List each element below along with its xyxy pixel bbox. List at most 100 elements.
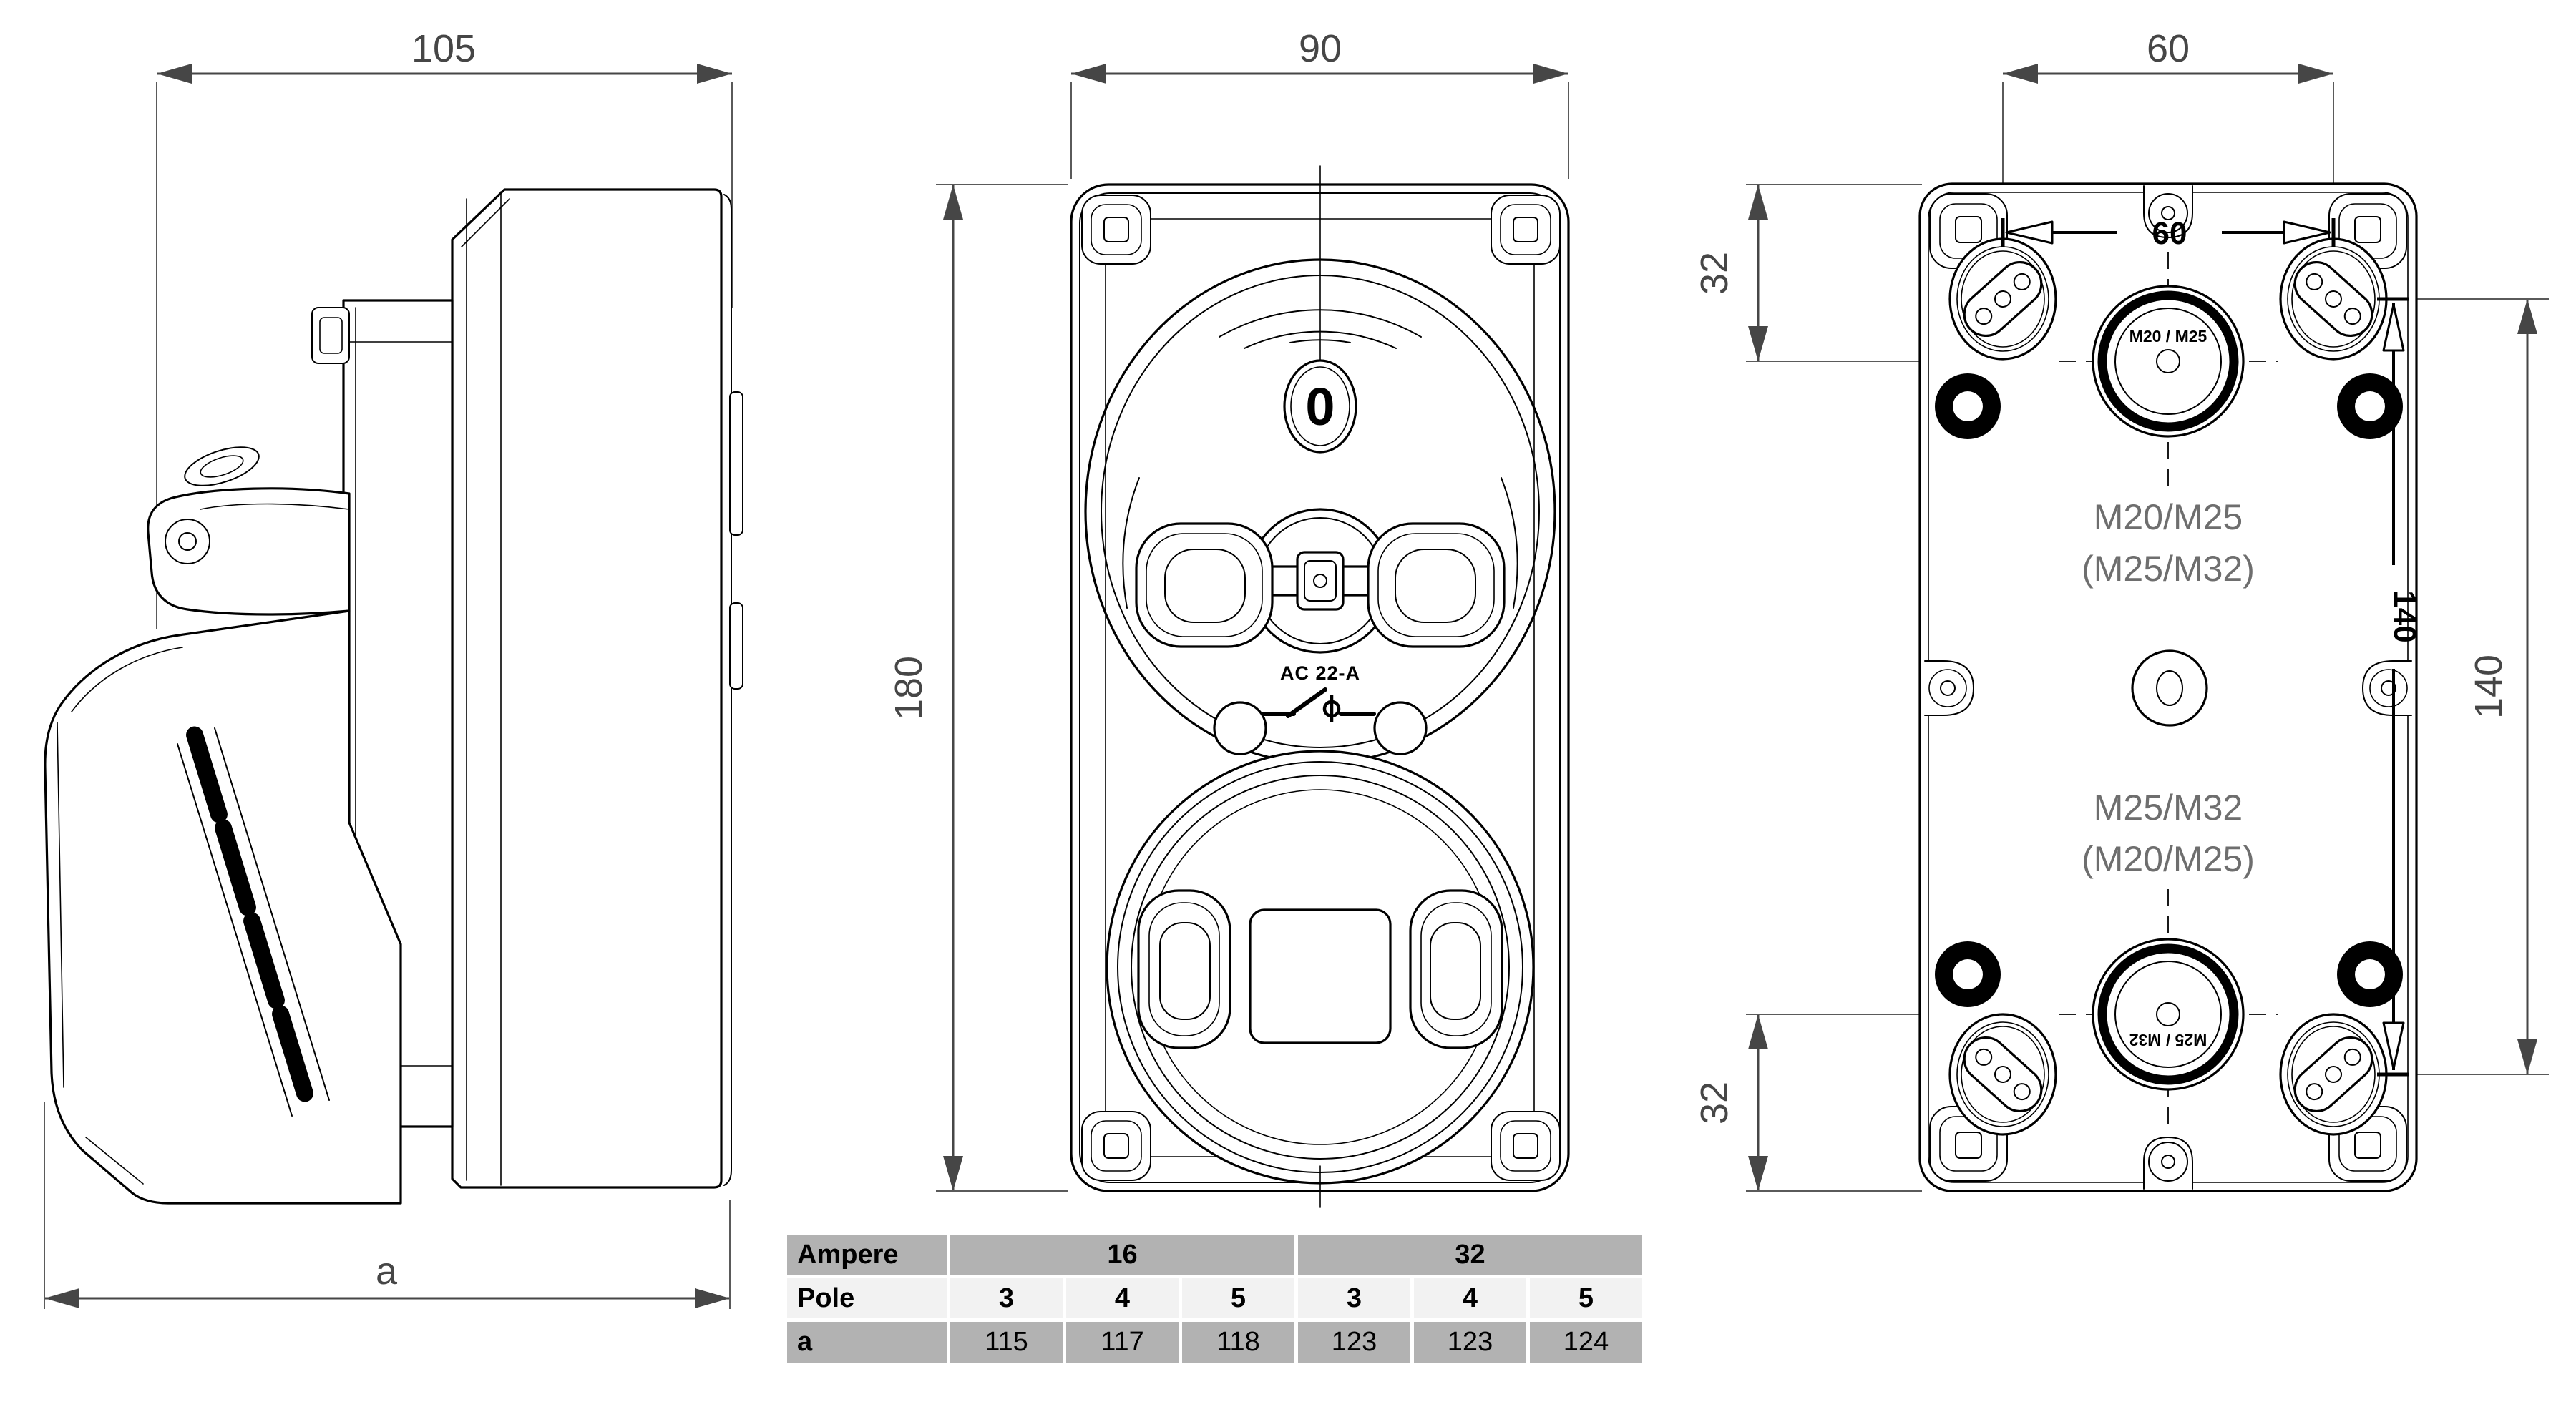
knockout-bottom-right (2279, 1013, 2388, 1136)
lid-label-plate (1249, 908, 1392, 1044)
side-view: 105 a (44, 27, 743, 1309)
gland-bottom: M25 / M32 (2059, 889, 2278, 1124)
table-pole-value: 5 (1530, 1278, 1642, 1318)
gland-top-ring-label: M20 / M25 (2129, 327, 2207, 345)
screw-boss (184, 446, 260, 486)
din-clip-lower (729, 602, 743, 690)
table-pole-value: 3 (950, 1278, 1063, 1318)
arrow-left-icon (1071, 64, 1106, 84)
table-pole-value: 4 (1066, 1278, 1179, 1318)
rear-knockouts (1948, 237, 2388, 1136)
arrow-left-icon (157, 64, 192, 84)
front-dim-height: 180 (887, 184, 1068, 1192)
gland-top-size-line2: (M25/M32) (2082, 549, 2255, 589)
arrow-up-icon (1748, 1014, 1768, 1049)
table-a-value: 117 (1066, 1322, 1179, 1363)
dim-a-label: a (376, 1250, 398, 1293)
front-switch: 0 (1084, 258, 1556, 765)
gland-top: M20 / M25 (2059, 252, 2278, 486)
gland-bottom-ring-label: M25 / M32 (2129, 1031, 2207, 1049)
lid-handle-left (1137, 889, 1231, 1049)
side-hinge-knuckle (147, 487, 351, 616)
arrow-up-icon (943, 185, 963, 220)
table-header-pole: Pole (787, 1278, 947, 1318)
rear-mounting-tabs (1924, 185, 2412, 1190)
arrow-down-icon (2517, 1039, 2537, 1074)
dim-32-top-label: 32 (1693, 252, 1736, 295)
knockout-top-left (1948, 237, 2057, 361)
table-pole-value: 5 (1182, 1278, 1294, 1318)
screw-pad (1081, 195, 1151, 265)
dim-180-label: 180 (887, 656, 930, 720)
side-body-outline (451, 188, 743, 1189)
arrow-right-icon (1533, 64, 1568, 84)
front-corner-screws (1081, 195, 1561, 1181)
table-a-value: 115 (950, 1322, 1063, 1363)
table-a-value: 123 (1298, 1322, 1410, 1363)
side-dim-depth: a (44, 1102, 731, 1309)
gland-bottom-size-line2: (M20/M25) (2082, 839, 2255, 879)
dim-60-label: 60 (2147, 27, 2190, 70)
dim-60-inner-label: 60 (2152, 216, 2187, 251)
switch-screw-left (1213, 701, 1267, 755)
table-pole-value: 3 (1298, 1278, 1410, 1318)
front-dim-width: 90 (1070, 27, 1569, 179)
dim-140-inner-label: 140 (2387, 590, 2422, 642)
rear-dim-inner-spacing: 60 (2001, 216, 2336, 251)
gland-bottom-size-line1: M25/M32 (2094, 788, 2243, 828)
knockout-top-right (2279, 237, 2388, 361)
table-header-a: a (787, 1322, 947, 1363)
arrow-right-icon (2283, 220, 2331, 245)
rear-seal-rings (1935, 373, 2403, 1007)
table-ampere-16: 16 (950, 1235, 1294, 1275)
screw-pad (1491, 195, 1561, 265)
arrow-down-icon (1748, 326, 1768, 361)
arrow-right-icon (2298, 64, 2333, 84)
gland-top-size-line1: M20/M25 (2094, 497, 2243, 537)
arrow-down-icon (1748, 1156, 1768, 1191)
arrow-down-icon (2382, 1021, 2405, 1070)
table-a-value: 118 (1182, 1322, 1294, 1363)
front-view: 90 180 (887, 27, 1570, 1208)
switch-screw-right (1373, 701, 1428, 755)
arrow-left-icon (44, 1288, 79, 1308)
rear-dim-inner-height: 140 (2377, 297, 2422, 1077)
side-socket-assembly (44, 609, 402, 1205)
front-socket-lid (1106, 750, 1535, 1208)
latch-top (311, 307, 350, 364)
switch-rating-label: AC 22-A (1280, 662, 1360, 684)
din-clip-upper (729, 391, 743, 536)
rear-view: 60 32 32 140 (1693, 27, 2549, 1192)
arrow-left-icon (2003, 64, 2038, 84)
lid-handle-right (1409, 889, 1503, 1049)
table-a-value: 123 (1414, 1322, 1526, 1363)
knockout-bottom-left (1948, 1013, 2057, 1136)
dim-140-outer-label: 140 (2467, 655, 2510, 719)
gland-size-labels: M20/M25 (M25/M32) M25/M32 (M20/M25) (2082, 497, 2255, 879)
arrow-left-icon (2005, 220, 2054, 245)
switch-wing-right (1367, 522, 1506, 648)
arrow-up-icon (1748, 185, 1768, 220)
dim-105-label: 105 (411, 27, 476, 70)
switch-symbol-icon (1261, 687, 1376, 722)
dim-32-bottom-label: 32 (1693, 1082, 1736, 1124)
table-header-ampere: Ampere (787, 1235, 947, 1275)
switch-position-marker: 0 (1283, 359, 1357, 454)
arrow-right-icon (697, 64, 732, 84)
arrow-down-icon (943, 1156, 963, 1191)
spec-table: Ampere 16 32 Pole 3 4 5 3 4 5 a 115 117 … (787, 1235, 1642, 1363)
lid-ribs (186, 726, 313, 1102)
rear-dim-outer-height: 140 (2383, 298, 2549, 1075)
side-dim-width: 105 (156, 27, 733, 629)
table-a-value: 124 (1530, 1322, 1642, 1363)
arrow-up-icon (2382, 303, 2405, 352)
table-pole-value: 4 (1414, 1278, 1526, 1318)
switch-wing-left (1135, 522, 1274, 648)
center-mounting-hole (2131, 649, 2208, 727)
screw-pad (1081, 1111, 1151, 1181)
dim-90-label: 90 (1299, 27, 1342, 70)
screw-pad (1491, 1111, 1561, 1181)
switch-position-0: 0 (1305, 377, 1335, 436)
